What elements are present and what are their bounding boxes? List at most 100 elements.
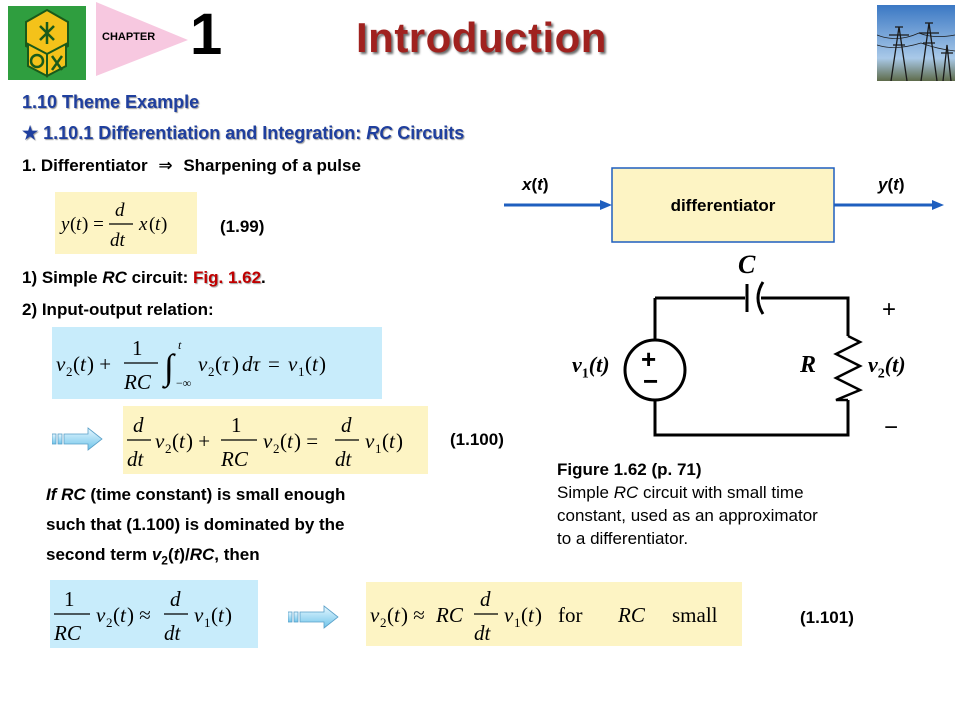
svg-text:RC: RC <box>53 621 82 645</box>
subsection-text: 1.10.1 Differentiation and Integration: <box>43 123 367 143</box>
paragraph-line2: such that (1.100) is dominated by the <box>46 515 345 534</box>
svg-text:1: 1 <box>231 413 242 437</box>
svg-text:d: d <box>170 587 181 611</box>
svg-text:τ: τ <box>222 352 231 376</box>
svg-text:t: t <box>528 603 535 627</box>
v2-label: v2(t) <box>868 352 906 382</box>
svg-text:(: ( <box>70 214 76 235</box>
equation-1-101-number: (1.101) <box>800 608 854 627</box>
caption-line1-b: circuit with small time <box>638 483 804 502</box>
svg-text:2: 2 <box>106 615 113 630</box>
svg-text:2: 2 <box>380 615 387 630</box>
para-line3-a: second term <box>46 545 152 564</box>
item-simple-rc: 1) Simple RC circuit: Fig. 1.62. <box>22 268 266 288</box>
svg-text:v: v <box>504 603 514 627</box>
equation-1-100: d dt v 2 ( t ) + 1 RC v 2 ( t ) = d dt v… <box>123 406 428 474</box>
svg-text:1: 1 <box>132 336 143 360</box>
item1-prefix: 1. Differentiator <box>22 156 153 175</box>
svg-text:dt: dt <box>127 447 145 471</box>
para-line3-t: t <box>173 545 180 564</box>
svg-text:t: t <box>178 338 182 352</box>
para-line3-sub: 2 <box>161 553 168 568</box>
svg-text:) =: ) = <box>294 429 318 453</box>
equation-integral: v 2 ( t ) + 1 RC ∫ t −∞ v 2 ( τ ) dτ = v… <box>52 327 382 399</box>
output-label: y(t) <box>878 175 905 194</box>
svg-text:d: d <box>133 413 144 437</box>
svg-text:2: 2 <box>165 441 172 456</box>
svg-text:(: ( <box>305 352 312 376</box>
page-title: Introduction <box>356 14 607 61</box>
svg-text:(: ( <box>211 603 218 627</box>
caption-line1-rc: RC <box>613 483 639 502</box>
para-rc: RC <box>61 485 86 504</box>
svg-text:1: 1 <box>375 441 382 456</box>
star-icon: ★ <box>22 123 39 143</box>
svg-text:d: d <box>480 587 491 611</box>
figure-caption-line1: Simple RC circuit with small time <box>557 481 947 504</box>
svg-text:): ) <box>396 429 403 453</box>
svg-text:t: t <box>80 352 87 376</box>
svg-text:dt: dt <box>474 621 492 645</box>
right-arrow-icon-2 <box>288 605 339 629</box>
output-plus-sign: + <box>882 296 897 323</box>
para-line3-b: ( <box>167 545 174 564</box>
equation-1-99: y ( t ) = d dt x ( t ) <box>55 192 197 254</box>
svg-text:) ≈: ) ≈ <box>127 603 151 627</box>
capacitor-plate-right <box>756 281 765 315</box>
v1-argument: (t) <box>588 352 610 377</box>
svg-text:d: d <box>115 200 125 221</box>
output-minus-sign: − <box>884 414 899 441</box>
figure-reference-link[interactable]: Fig. 1.62 <box>193 268 262 287</box>
power-lines-photo <box>877 5 955 81</box>
svg-text:) +: ) + <box>87 352 111 376</box>
diagram-box-label: differentiator <box>670 196 776 215</box>
subsection-rc: RC <box>366 123 393 143</box>
rc-circuit-diagram <box>623 281 864 437</box>
resistor <box>833 334 864 402</box>
svg-text:x: x <box>138 214 148 235</box>
svg-text:): ) <box>535 603 542 627</box>
item-differentiator: 1. Differentiator ⇒ Sharpening of a puls… <box>22 156 361 176</box>
v1-subscript: 1 <box>581 366 589 382</box>
svg-text:d: d <box>341 413 352 437</box>
svg-text:) +: ) + <box>186 429 210 453</box>
svg-text:(: ( <box>387 603 394 627</box>
svg-text:1: 1 <box>298 364 305 379</box>
paragraph-line3: second term v2(t)/RC, then <box>46 540 486 575</box>
input-label-x: x <box>522 175 532 194</box>
output-arrowhead <box>932 200 944 210</box>
svg-text:v: v <box>198 352 208 376</box>
resistor-label: R <box>800 352 817 378</box>
svg-text:RC: RC <box>123 370 152 394</box>
equation-integral-formula: v 2 ( t ) + 1 RC ∫ t −∞ v 2 ( τ ) dτ = v… <box>56 336 326 394</box>
equation-1-99-number: (1.99) <box>220 217 265 236</box>
figure-caption-line3: to a differentiator. <box>557 529 689 548</box>
equation-1-101: v 2 ( t ) ≈ RC d dt v 1 ( t ) for RC sma… <box>366 582 742 646</box>
item-simple-suffix: . <box>261 268 266 287</box>
svg-text:1: 1 <box>64 587 75 611</box>
item-input-output: 2) Input-output relation: <box>22 300 214 319</box>
subsection-heading: ★ 1.10.1 Differentiation and Integration… <box>22 123 464 144</box>
svg-text:t: t <box>312 352 319 376</box>
equation-approximation-formula: 1 RC v 2 ( t ) ≈ d dt v 1 ( t ) <box>53 587 232 645</box>
right-arrow-icon <box>52 427 103 451</box>
equation-1-100-number: (1.100) <box>450 430 504 449</box>
v2-subscript: 2 <box>877 366 885 382</box>
chapter-number: 1 <box>190 2 223 67</box>
svg-text:RC: RC <box>435 603 464 627</box>
chapter-label: CHAPTER <box>102 31 156 43</box>
v2-argument: (t) <box>884 352 906 377</box>
svg-text:t: t <box>218 603 225 627</box>
svg-text:(: ( <box>113 603 120 627</box>
svg-text:) =: ) = <box>82 214 104 235</box>
item-simple-middle: circuit: <box>126 268 193 287</box>
chapter-tag-shape <box>96 2 188 76</box>
svg-text:v: v <box>288 352 298 376</box>
svg-text:RC: RC <box>220 447 249 471</box>
figure-caption: Figure 1.62 (p. 71) Simple RC circuit wi… <box>557 458 947 550</box>
university-logo <box>8 6 86 80</box>
svg-text:dt: dt <box>164 621 182 645</box>
input-arrowhead <box>600 200 612 210</box>
svg-text:t: t <box>394 603 401 627</box>
svg-text:t: t <box>76 214 82 235</box>
